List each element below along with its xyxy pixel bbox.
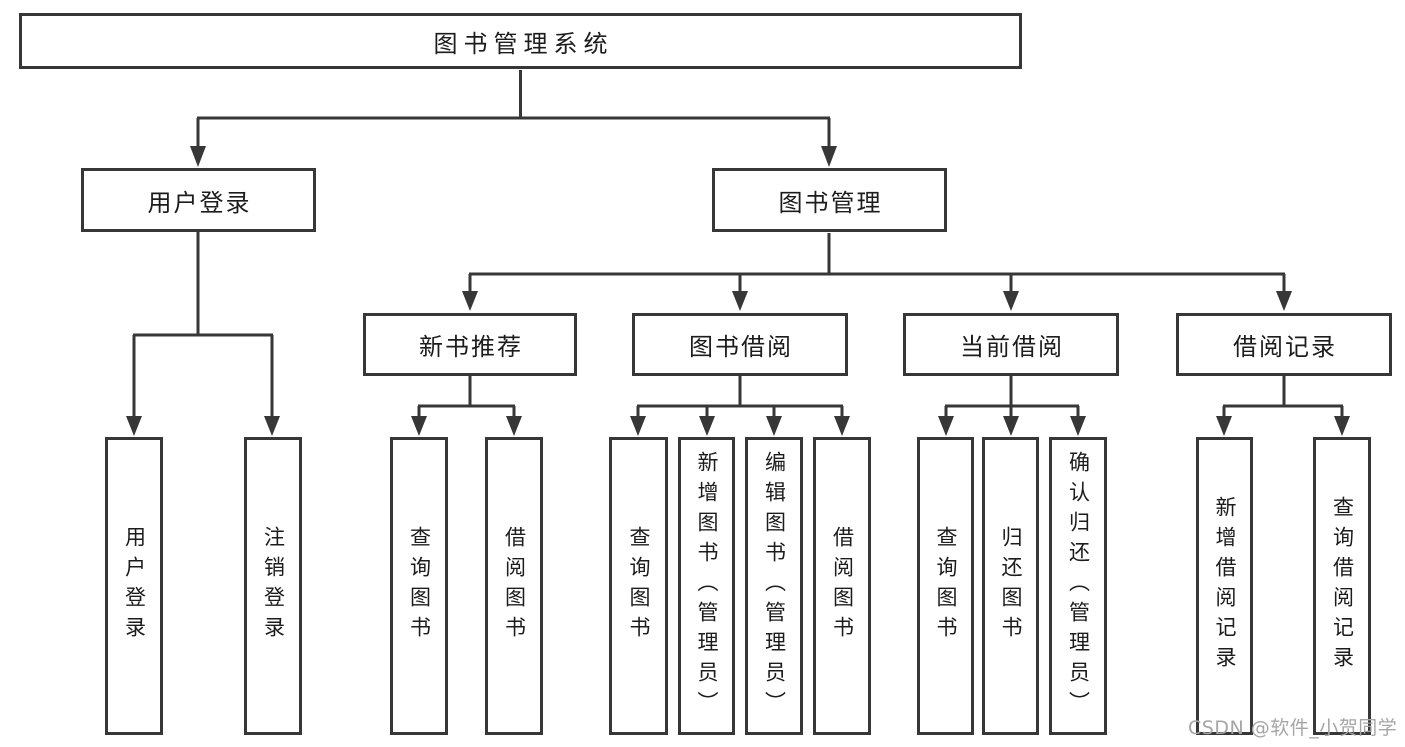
connector-book-management-to-level3: [462, 233, 1292, 311]
leaf-add-borrow-record-label: 新增借阅记录: [1213, 496, 1237, 676]
leaf-query-borrow-record-label: 查询借阅记录: [1330, 496, 1355, 676]
arrowhead-down-icon: [411, 416, 427, 436]
arrowhead-down-icon: [126, 416, 142, 436]
arrowhead-down-icon: [264, 416, 280, 436]
leaf-query-books-recommend: 查询图书: [390, 437, 448, 735]
connector-current-borrowing-to-leaves: [938, 376, 1086, 436]
node-root-label: 图书管理系统: [433, 29, 614, 58]
leaf-add-books-admin-label: 新增图书（管理员）: [695, 451, 719, 721]
leaf-logout: 注销登录: [244, 437, 302, 735]
node-book-borrowing: 图书借阅: [632, 313, 848, 376]
leaf-borrow-books: 借阅图书: [813, 437, 871, 735]
leaf-return-books: 归还图书: [982, 437, 1039, 735]
connector-book-borrowing-to-leaves: [630, 376, 850, 436]
node-book-management: 图书管理: [712, 168, 947, 232]
node-book-management-label: 图书管理: [778, 188, 883, 217]
node-borrowing-records: 借阅记录: [1176, 313, 1392, 376]
arrowhead-down-icon: [630, 416, 646, 436]
leaf-confirm-return-admin: 确认归还（管理员）: [1049, 437, 1107, 735]
node-current-borrowing: 当前借阅: [903, 313, 1119, 376]
arrowhead-down-icon: [1216, 416, 1232, 436]
leaf-query-books-recommend-label: 查询图书: [407, 526, 432, 646]
leaf-borrow-books-recommend: 借阅图书: [485, 437, 543, 735]
connector-borrowing-records-to-leaves: [1216, 376, 1350, 436]
csdn-watermark: CSDN @软件_小贺同学: [1188, 717, 1398, 739]
connector-root-to-level2: [190, 70, 837, 167]
arrowhead-down-icon: [732, 291, 748, 311]
arrowhead-down-icon: [506, 416, 522, 436]
leaf-query-books-borrowing: 查询图书: [609, 437, 668, 735]
arrowhead-down-icon: [1276, 291, 1292, 311]
node-root: 图书管理系统: [19, 13, 1022, 69]
leaf-query-books-current: 查询图书: [917, 437, 974, 735]
leaf-query-books-current-label: 查询图书: [934, 526, 958, 646]
node-current-borrowing-label: 当前借阅: [960, 333, 1064, 361]
arrowhead-down-icon: [462, 291, 478, 311]
arrowhead-down-icon: [1334, 416, 1350, 436]
node-user-login: 用户登录: [81, 168, 316, 232]
leaf-user-login: 用户登录: [105, 437, 163, 735]
arrowhead-down-icon: [938, 416, 954, 436]
node-new-book-recommend-label: 新书推荐: [419, 333, 523, 361]
leaf-confirm-return-admin-label: 确认归还（管理员）: [1066, 451, 1091, 721]
node-user-login-label: 用户登录: [147, 188, 252, 217]
node-book-borrowing-label: 图书借阅: [689, 333, 793, 361]
leaf-borrow-books-recommend-label: 借阅图书: [502, 526, 527, 646]
arrowhead-down-icon: [1070, 416, 1086, 436]
arrowhead-down-icon: [766, 416, 782, 436]
leaf-query-books-borrowing-label: 查询图书: [627, 526, 651, 646]
leaf-add-books-admin: 新增图书（管理员）: [678, 437, 735, 735]
leaf-edit-books-admin-label: 编辑图书（管理员）: [762, 451, 787, 721]
leaf-borrow-books-label: 借阅图书: [830, 526, 855, 646]
arrowhead-down-icon: [1003, 291, 1019, 311]
arrowhead-down-icon: [834, 416, 850, 436]
leaf-add-borrow-record: 新增借阅记录: [1196, 437, 1253, 735]
node-new-book-recommend: 新书推荐: [363, 313, 577, 376]
node-borrowing-records-label: 借阅记录: [1233, 333, 1337, 361]
arrowhead-down-icon: [699, 416, 715, 436]
arrowhead-down-icon: [821, 146, 837, 167]
arrowhead-down-icon: [1003, 416, 1019, 436]
leaf-user-login-label: 用户登录: [122, 526, 147, 646]
arrowhead-down-icon: [190, 146, 206, 167]
leaf-query-borrow-record: 查询借阅记录: [1313, 437, 1371, 735]
leaf-logout-label: 注销登录: [261, 526, 286, 646]
connector-new-book-recommend-to-leaves: [411, 376, 522, 436]
connector-user-login-to-leaves: [126, 232, 280, 436]
leaf-return-books-label: 归还图书: [999, 526, 1023, 646]
leaf-edit-books-admin: 编辑图书（管理员）: [745, 437, 803, 735]
